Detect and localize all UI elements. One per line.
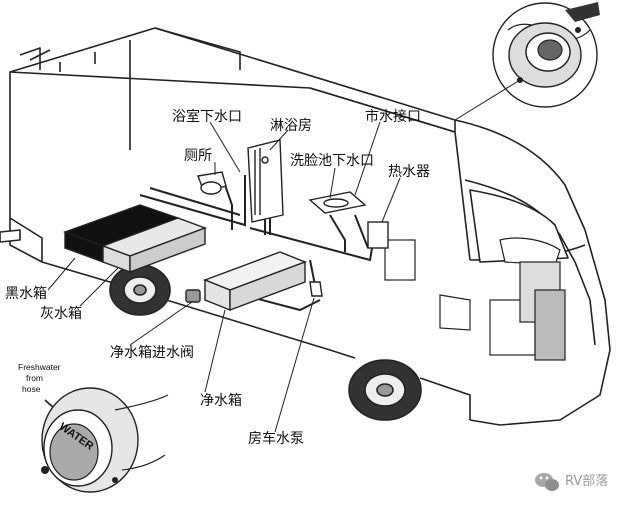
inlet-valve bbox=[185, 289, 201, 303]
labels: 浴室下水口 淋浴房 市水接口 厕所 洗脸池下水口 热水器 黑水箱 灰水箱 净水箱… bbox=[5, 108, 430, 447]
watermark-text: RV部落 bbox=[565, 474, 608, 489]
label-toilet: 厕所 bbox=[184, 148, 212, 164]
inset-caption-line3: hose bbox=[22, 384, 41, 394]
label-water-heater: 热水器 bbox=[388, 164, 430, 180]
sink bbox=[308, 191, 367, 214]
fresh-tank bbox=[203, 251, 307, 312]
inset-caption-line2: from bbox=[26, 373, 43, 383]
front-wheel bbox=[348, 359, 422, 421]
leader-lines bbox=[47, 121, 401, 433]
label-city-water: 市水接口 bbox=[365, 108, 421, 125]
label-bath-drain: 浴室下水口 bbox=[172, 108, 242, 125]
grey-tank bbox=[100, 217, 208, 274]
watermark: RV部落 bbox=[535, 473, 608, 491]
label-grey-tank: 灰水箱 bbox=[40, 306, 82, 322]
label-black-tank: 黑水箱 bbox=[5, 286, 47, 302]
label-fresh-tank: 净水箱 bbox=[200, 393, 242, 409]
fill-cap-inset: Freshwater from hose WATER bbox=[18, 362, 169, 493]
inset-caption-line1: Freshwater bbox=[18, 362, 61, 372]
label-inlet-valve: 净水箱进水阀 bbox=[110, 345, 194, 361]
label-sink-drain: 洗脸池下水口 bbox=[290, 153, 374, 169]
water-heater bbox=[367, 221, 389, 249]
label-shower: 淋浴房 bbox=[270, 118, 312, 134]
cab-interior bbox=[384, 237, 566, 361]
city-water-inset bbox=[454, 2, 600, 121]
pump bbox=[309, 281, 323, 297]
rv-body bbox=[0, 27, 611, 426]
toilet bbox=[197, 171, 227, 195]
wechat-icon bbox=[535, 473, 559, 491]
label-pump: 房车水泵 bbox=[248, 430, 304, 447]
rear-wheel bbox=[109, 264, 171, 316]
shower bbox=[247, 139, 284, 223]
